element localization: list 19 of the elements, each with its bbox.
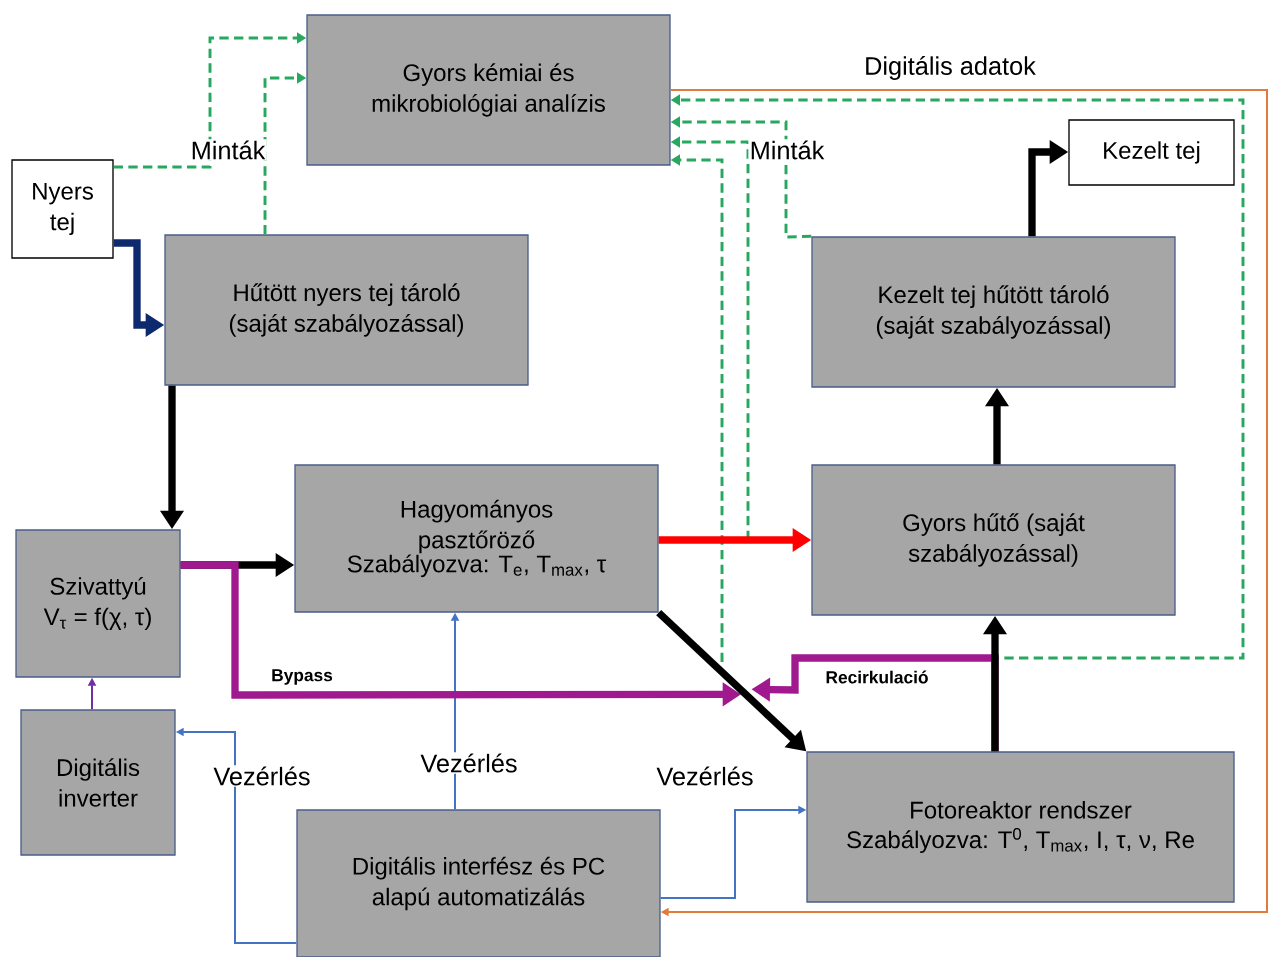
process-box: Hagyományos pasztőröző Szabályozva: T$_{e}$, T$_{max}$, τ [294, 464, 659, 613]
process-box: Szivattyú V$_{τ}$ = f(χ, τ) [15, 529, 181, 678]
process-box: Fotoreaktor rendszer Szabályozva: T$^{0}$, T$_{max}$, I, τ, ν, Re [806, 751, 1235, 903]
edge-label: Vezérlés [655, 765, 755, 787]
terminal-box: Nyers tej [11, 159, 114, 259]
process-box: Hűtött nyers tej tároló (saját szabályozással) [164, 234, 529, 386]
terminal-box: Kezelt tej [1068, 119, 1235, 186]
edge-label: Digitális adatok [862, 54, 1038, 82]
process-box: Digitális inverter [20, 709, 176, 856]
process-box: Kezelt tej hűtött tároló (saját szabályozással) [811, 236, 1176, 388]
edge-label: Vezérlés [419, 752, 519, 774]
edge-label: Bypass [269, 667, 335, 687]
edge-label: Minták [189, 139, 267, 161]
process-box: Gyors hűtő (saját szabályozással) [811, 464, 1176, 616]
edge-label: Vezérlés [212, 765, 312, 787]
edge-label: Minták [748, 139, 826, 161]
process-box: Digitális interfész és PC alapú automatizálás [296, 809, 661, 957]
process-box: Gyors kémiai és mikrobiológiai analízis [306, 14, 671, 166]
edge-label: Recirkulació [824, 669, 930, 685]
